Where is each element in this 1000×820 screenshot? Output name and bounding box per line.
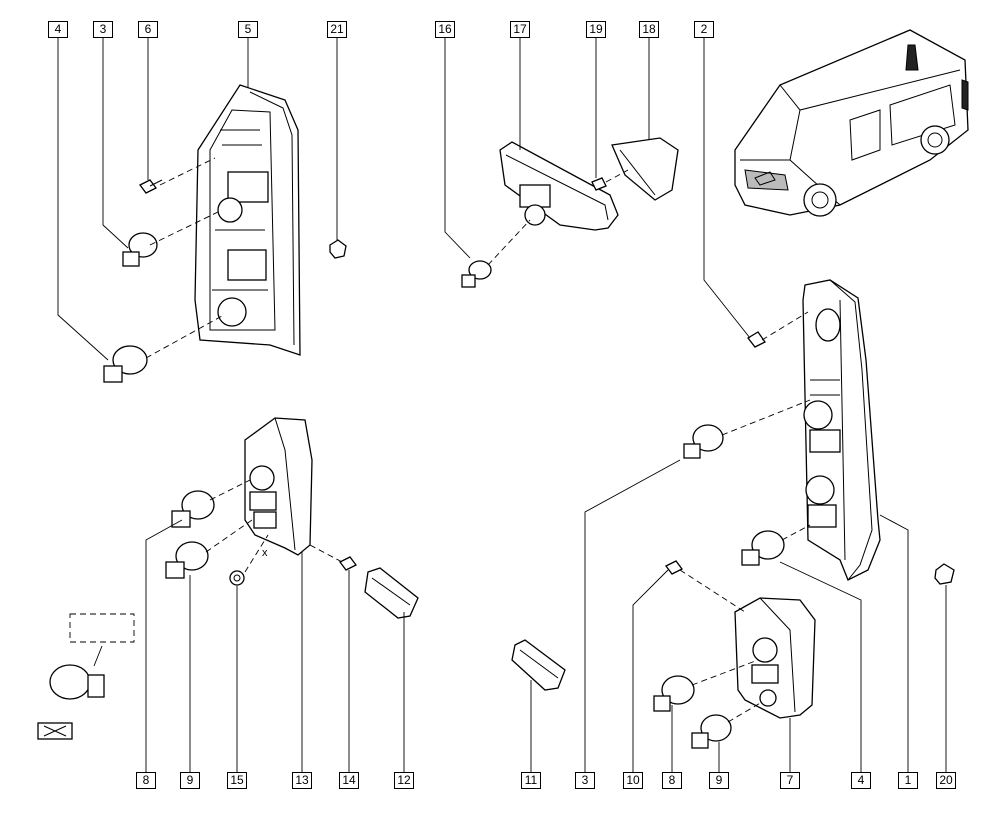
- callout-11-bottom[interactable]: 11: [521, 772, 541, 789]
- screw-19: [591, 177, 607, 191]
- rear-lamp-13: [244, 417, 313, 556]
- callout-9-bottom-right[interactable]: 9: [709, 772, 729, 789]
- screw-6: [139, 179, 163, 194]
- tail-lamp-1: [802, 279, 881, 581]
- clip-21: [329, 239, 347, 259]
- cover-18: [611, 137, 679, 201]
- bulb-9-right: [691, 714, 732, 749]
- screw-2: [747, 331, 766, 348]
- x-mark-annotation: x: [262, 547, 268, 559]
- tail-lamp-5: [194, 84, 301, 356]
- bulb-9-left: [165, 541, 209, 579]
- bulb-3: [122, 232, 158, 267]
- callout-2-top[interactable]: 2: [694, 21, 714, 38]
- callout-3-top[interactable]: 3: [93, 21, 113, 38]
- bulb-detail-inset: [37, 613, 135, 740]
- leader-lines: [57, 38, 947, 772]
- callout-17-top[interactable]: 17: [510, 21, 530, 38]
- callout-8-bottom-left[interactable]: 8: [136, 772, 156, 789]
- callout-21-top[interactable]: 21: [327, 21, 347, 38]
- callout-19-top[interactable]: 19: [586, 21, 606, 38]
- callout-3-bottom[interactable]: 3: [575, 772, 595, 789]
- bulb-4-right: [741, 530, 785, 566]
- bulb-4: [103, 345, 148, 383]
- callout-6-top[interactable]: 6: [138, 21, 158, 38]
- screw-10: [665, 560, 683, 575]
- rear-lamp-7: [734, 597, 816, 719]
- van-illustration: [734, 29, 969, 217]
- callout-4-bottom[interactable]: 4: [851, 772, 871, 789]
- bulb-8-right: [653, 675, 695, 712]
- callout-5-top[interactable]: 5: [238, 21, 258, 38]
- callout-9-bottom-left[interactable]: 9: [180, 772, 200, 789]
- callout-4-top[interactable]: 4: [48, 21, 68, 38]
- callout-7-bottom[interactable]: 7: [780, 772, 800, 789]
- bulb-3-right: [683, 424, 724, 459]
- callout-8-bottom-right[interactable]: 8: [662, 772, 682, 789]
- callout-16-top[interactable]: 16: [435, 21, 455, 38]
- clip-20: [934, 563, 955, 585]
- bulb-16: [461, 260, 492, 288]
- callout-12-bottom[interactable]: 12: [394, 772, 414, 789]
- callout-15-bottom[interactable]: 15: [227, 772, 247, 789]
- lens-12: [364, 567, 419, 619]
- callout-10-bottom[interactable]: 10: [623, 772, 643, 789]
- callout-1-bottom[interactable]: 1: [898, 772, 918, 789]
- callout-14-bottom[interactable]: 14: [339, 772, 359, 789]
- callout-18-top[interactable]: 18: [639, 21, 659, 38]
- callout-13-bottom[interactable]: 13: [292, 772, 312, 789]
- assembly-lines: [145, 157, 811, 723]
- nut-15: [229, 570, 245, 586]
- lens-11: [511, 639, 566, 691]
- callout-20-bottom[interactable]: 20: [936, 772, 956, 789]
- plate-lamp-17: [499, 141, 619, 231]
- screw-14: [339, 556, 357, 571]
